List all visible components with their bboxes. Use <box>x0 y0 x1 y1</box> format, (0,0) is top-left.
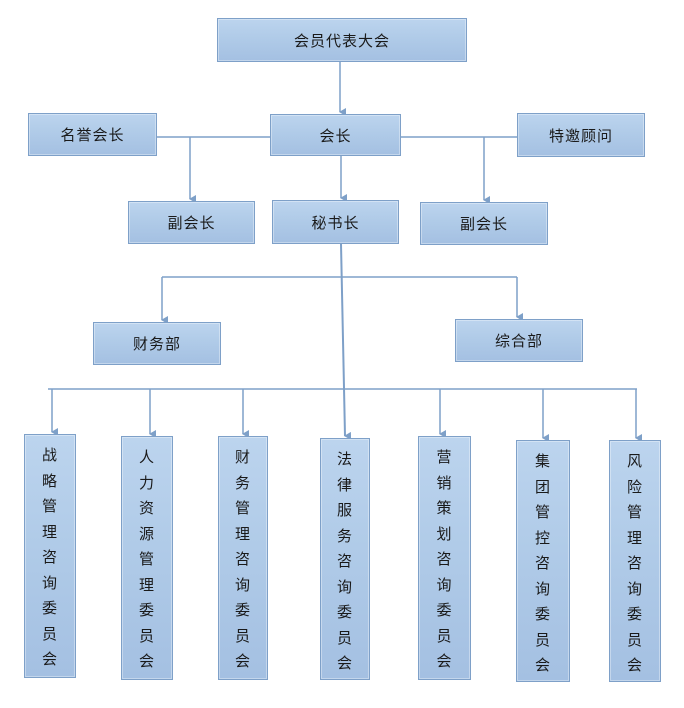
committee-label-char: 管 <box>626 503 643 521</box>
node-vice-president-right-label: 副会长 <box>459 215 508 233</box>
committee-label-char: 理 <box>41 522 58 541</box>
committee-label-char: 理 <box>234 524 251 543</box>
committee-label-char: 务 <box>336 526 353 545</box>
committee-label-char: 战 <box>41 446 58 464</box>
committee-label-char: 理 <box>626 528 643 547</box>
committee-label-char: 员 <box>534 630 551 649</box>
committee-label-char: 员 <box>336 628 353 647</box>
committee-label-char: 策 <box>436 499 453 517</box>
committee-label-char: 律 <box>336 475 353 494</box>
committee-label-char: 集 <box>534 452 551 470</box>
committee-label-char: 营 <box>436 448 453 466</box>
committee-box[interactable]: 法律服务咨询委员会 <box>320 438 370 680</box>
committee-label-char: 员 <box>626 630 643 649</box>
committee-label-char: 服 <box>336 501 353 519</box>
committee-label-char: 会 <box>534 656 551 674</box>
committee-label-char: 询 <box>234 575 251 594</box>
node-special-advisor-label: 特邀顾问 <box>548 126 613 145</box>
committee-box[interactable]: 风险管理咨询委员会 <box>609 440 661 682</box>
committee-label-char: 控 <box>534 528 551 547</box>
committee-label-char: 咨 <box>534 554 551 572</box>
committee-label-char: 委 <box>534 605 551 623</box>
committee-label-char: 询 <box>534 579 551 598</box>
committee-label-char: 会 <box>626 656 643 674</box>
committee-label-char: 务 <box>234 473 251 492</box>
committee-label-char: 会 <box>436 652 453 670</box>
node-vice-president-left-label: 副会长 <box>167 214 216 232</box>
edge-secretary-trunk <box>340 243 352 440</box>
committee-label-char: 会 <box>138 652 155 670</box>
committee-label-char: 管 <box>234 499 251 517</box>
committee-label-char: 会 <box>234 652 251 670</box>
committee-label-char: 咨 <box>436 550 453 568</box>
committee-label-char: 管 <box>41 497 58 515</box>
committee-label-char: 咨 <box>626 554 643 572</box>
committee-label-char: 询 <box>436 575 453 594</box>
committee-label-char: 员 <box>436 626 453 645</box>
committee-label-char: 法 <box>336 450 353 468</box>
committee-label-char: 委 <box>41 599 58 617</box>
committee-label-char: 会 <box>41 650 58 668</box>
committee-label-char: 略 <box>41 471 58 490</box>
node-finance-dept[interactable]: 财务部 <box>93 322 221 365</box>
node-honorary-president-label: 名誉会长 <box>60 126 125 144</box>
committee-label-char: 询 <box>626 579 643 598</box>
committee-box[interactable]: 战略管理咨询委员会 <box>24 434 76 678</box>
committee-label-char: 委 <box>626 605 643 623</box>
committee-label-char: 管 <box>138 550 155 568</box>
node-honorary-president[interactable]: 名誉会长 <box>28 113 157 156</box>
committee-label-char: 咨 <box>41 548 58 566</box>
node-finance-dept-label: 财务部 <box>132 335 181 353</box>
committee-box[interactable]: 集团管控咨询委员会 <box>516 440 570 682</box>
node-assembly-label: 会员代表大会 <box>293 31 390 50</box>
committee-label-char: 资 <box>138 499 155 517</box>
committee-label-char: 管 <box>534 503 551 521</box>
committee-box[interactable]: 营销策划咨询委员会 <box>418 436 471 680</box>
committee-label-char: 会 <box>336 654 353 672</box>
node-vice-president-right[interactable]: 副会长 <box>420 202 548 245</box>
committee-label-char: 险 <box>626 477 643 496</box>
committee-label-char: 财 <box>234 448 251 466</box>
node-general-dept-label: 综合部 <box>494 332 543 350</box>
committee-label-char: 委 <box>336 603 353 621</box>
committee-label-char: 理 <box>138 575 155 594</box>
committee-box[interactable]: 财务管理咨询委员会 <box>218 436 268 680</box>
node-secretary-general-label: 秘书长 <box>311 213 360 232</box>
committee-label-char: 咨 <box>234 550 251 568</box>
node-president[interactable]: 会长 <box>270 114 401 156</box>
node-special-advisor[interactable]: 特邀顾问 <box>517 113 645 157</box>
node-secretary-general[interactable]: 秘书长 <box>272 200 399 244</box>
committee-label-char: 员 <box>41 624 58 643</box>
committee-label-char: 风 <box>626 452 643 470</box>
committee-label-char: 委 <box>138 601 155 619</box>
node-president-label: 会长 <box>319 126 352 145</box>
committee-label-char: 划 <box>436 524 453 543</box>
node-vice-president-left[interactable]: 副会长 <box>128 201 255 244</box>
node-assembly[interactable]: 会员代表大会 <box>217 18 467 62</box>
committee-label-char: 团 <box>534 477 551 496</box>
committee-label-char: 源 <box>138 524 155 543</box>
committee-label-char: 委 <box>436 601 453 619</box>
committee-label-char: 力 <box>138 473 155 492</box>
committee-label-char: 员 <box>138 626 155 645</box>
committee-label-char: 咨 <box>336 552 353 570</box>
committee-label-char: 员 <box>234 626 251 645</box>
committee-label-char: 人 <box>138 448 155 466</box>
committee-label-char: 委 <box>234 601 251 619</box>
committee-box[interactable]: 人力资源管理委员会 <box>121 436 173 680</box>
committee-label-char: 销 <box>436 473 453 492</box>
node-general-dept[interactable]: 综合部 <box>455 319 583 362</box>
committee-label-char: 询 <box>41 573 58 592</box>
committee-label-char: 询 <box>336 577 353 596</box>
